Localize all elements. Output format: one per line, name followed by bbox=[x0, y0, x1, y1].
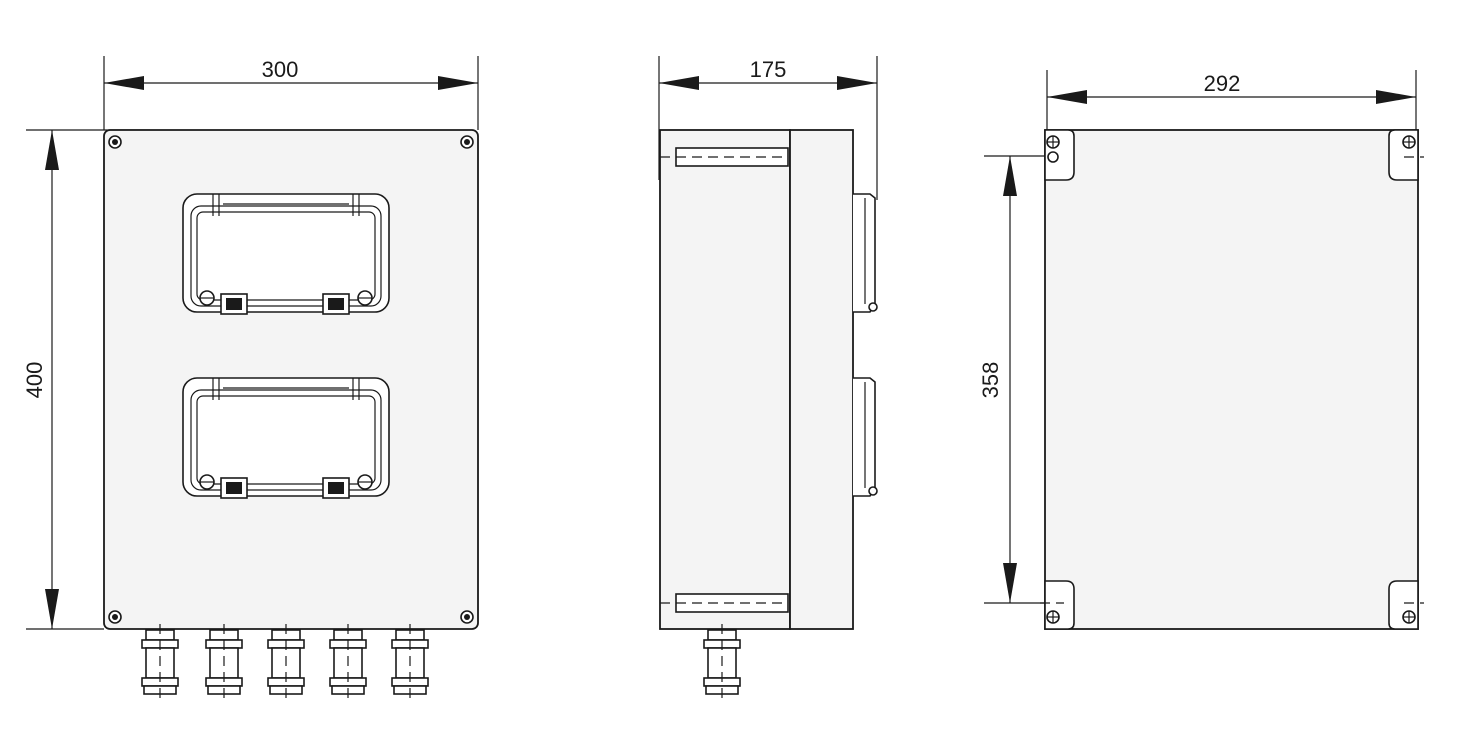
side-view: 175 bbox=[658, 56, 878, 701]
enclosure-base-side bbox=[659, 129, 791, 630]
inspection-window-lower bbox=[182, 377, 390, 499]
cable-gland bbox=[703, 623, 741, 701]
cover-screw bbox=[460, 135, 474, 149]
cable-gland bbox=[391, 623, 429, 701]
side-depth-dimension: 175 bbox=[658, 56, 878, 200]
front-view: 300 400 bbox=[22, 56, 479, 701]
back-height-dimension: 358 bbox=[978, 155, 1050, 604]
window-profile-upper bbox=[853, 193, 878, 313]
front-width-dimension: 300 bbox=[103, 56, 479, 130]
enclosure-back bbox=[1044, 129, 1419, 630]
back-width-dimension: 292 bbox=[1046, 70, 1417, 130]
cover-screw bbox=[108, 135, 122, 149]
mounting-lug bbox=[1044, 129, 1075, 181]
back-width-label: 292 bbox=[1204, 71, 1241, 96]
cable-gland bbox=[267, 623, 305, 701]
front-height-label: 400 bbox=[22, 362, 47, 399]
window-profile-lower bbox=[853, 377, 878, 497]
cover-screw bbox=[460, 610, 474, 624]
side-depth-label: 175 bbox=[750, 57, 787, 82]
cable-gland bbox=[141, 623, 179, 701]
back-height-label: 358 bbox=[978, 362, 1003, 399]
inspection-window-upper bbox=[182, 193, 390, 315]
mounting-lug bbox=[1388, 580, 1424, 630]
back-view: 292 358 bbox=[978, 70, 1424, 630]
mounting-lug bbox=[1388, 129, 1424, 181]
cover-screw bbox=[108, 610, 122, 624]
front-width-label: 300 bbox=[262, 57, 299, 82]
enclosure-cover-side bbox=[789, 129, 854, 630]
cable-gland bbox=[205, 623, 243, 701]
mounting-lug bbox=[1040, 580, 1075, 630]
cable-gland bbox=[329, 623, 367, 701]
front-height-dimension: 400 bbox=[22, 129, 150, 630]
